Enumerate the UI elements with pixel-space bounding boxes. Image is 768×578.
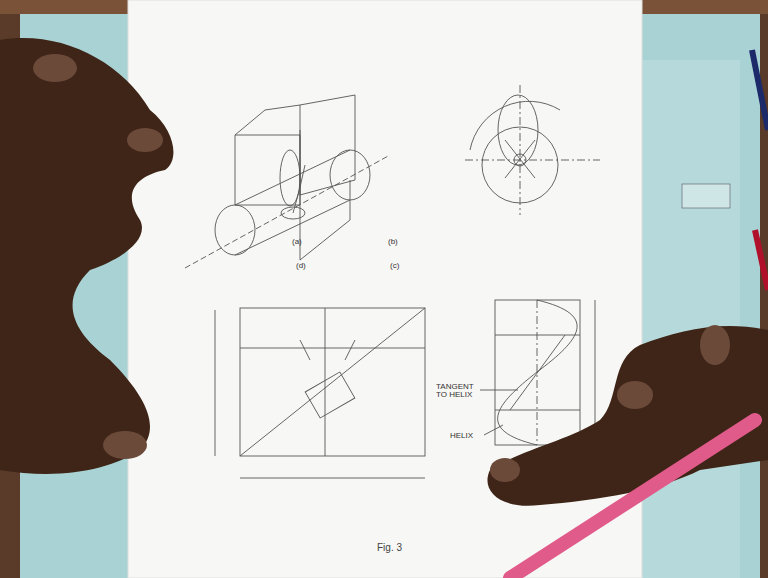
figure-label: (b) bbox=[388, 238, 398, 246]
figure-label: (a) bbox=[292, 238, 302, 246]
callout-text: HELIX bbox=[450, 432, 473, 440]
figure-label: (d) bbox=[296, 262, 306, 270]
figure-caption: Fig. 3 bbox=[377, 543, 402, 553]
figure-label: (c) bbox=[390, 262, 399, 270]
callout-text: TANGENT TO HELIX bbox=[436, 383, 480, 399]
